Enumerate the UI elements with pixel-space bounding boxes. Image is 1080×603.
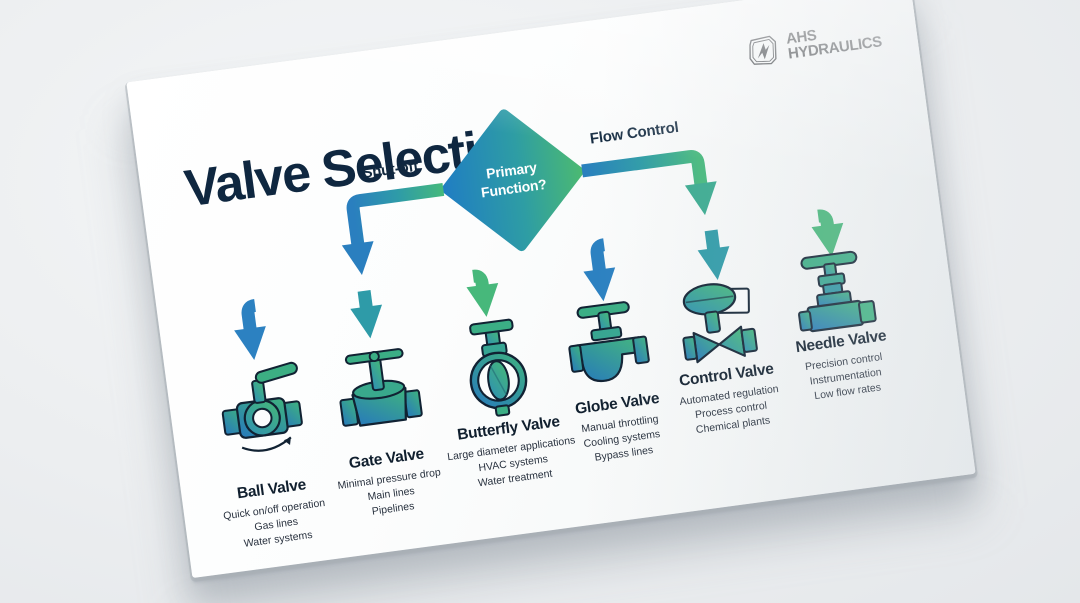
connector-shut-off-distribution	[234, 269, 499, 360]
arrowhead-control-valve	[697, 246, 730, 280]
infographic-card: Valve Selection AHS HYDRAULICS	[126, 0, 976, 579]
arrowhead-ball-valve	[234, 326, 266, 360]
node-title-gate-valve: Gate Valve	[348, 445, 426, 472]
control-valve-icon	[682, 283, 758, 364]
butterfly-valve-icon	[469, 318, 528, 417]
branch-label-flow-control: Flow Control	[589, 119, 680, 148]
node-title-ball-valve: Ball Valve	[236, 476, 308, 502]
connector-shut-off	[341, 183, 445, 275]
flow-diagram: Primary Function? Shut-off	[204, 98, 894, 552]
gate-valve-icon	[339, 348, 423, 427]
node-detail: Water systems	[243, 529, 313, 550]
decision-node-primary-function[interactable]: Primary Function?	[430, 98, 595, 263]
node-detail: Pipelines	[371, 500, 415, 518]
ball-valve-icon	[221, 361, 303, 452]
needle-valve-icon	[798, 250, 877, 333]
node-gate-valve[interactable]: Gate Valve Minimal pressure drop Main li…	[321, 345, 446, 521]
node-globe-valve[interactable]: Globe Valve Manual throttling Cooling sy…	[562, 299, 667, 465]
node-butterfly-valve[interactable]: Butterfly Valve Large diameter applicati…	[430, 313, 580, 493]
arrowhead-gate-valve	[350, 304, 383, 339]
arrowhead-butterfly-valve	[466, 283, 499, 317]
node-control-valve[interactable]: Control Valve Automated regulation Proce…	[665, 277, 784, 438]
globe-valve-icon	[568, 301, 650, 383]
branch-label-shut-off: Shut-off	[361, 158, 420, 182]
arrowhead-globe-valve	[583, 267, 616, 302]
connector-flow-control	[581, 150, 717, 216]
node-needle-valve[interactable]: Needle Valve Precision control Instrumen…	[784, 249, 894, 404]
node-ball-valve[interactable]: Ball Valve Quick on/off operation Gas li…	[204, 360, 330, 552]
